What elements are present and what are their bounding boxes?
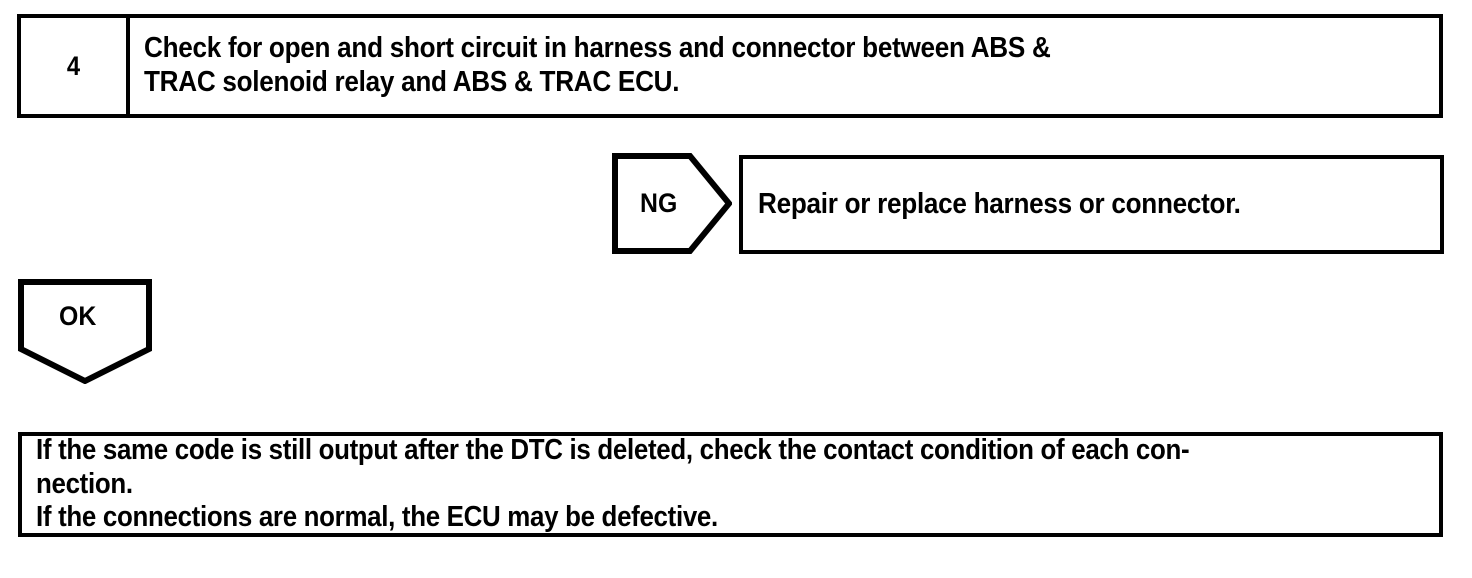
note-box: If the same code is still output after t…	[18, 432, 1443, 537]
step-number-cell: 4	[21, 18, 130, 114]
ok-arrow-icon	[18, 279, 152, 384]
step-instruction-line-1: Check for open and short circuit in harn…	[144, 32, 1051, 65]
step-instruction-cell: Check for open and short circuit in harn…	[130, 18, 1439, 114]
ng-result-text: Repair or replace harness or connector.	[758, 187, 1241, 220]
ng-arrow-icon	[612, 153, 732, 254]
ok-label: OK	[59, 301, 97, 331]
note-line-3: If the connections are normal, the ECU m…	[36, 501, 718, 534]
ng-label: NG	[640, 188, 678, 218]
step-instruction-text: Check for open and short circuit in harn…	[144, 32, 1310, 99]
note-line-2: nection.	[36, 467, 133, 500]
note-line-1: If the same code is still output after t…	[36, 434, 1190, 467]
step-number: 4	[66, 50, 81, 81]
ok-arrow-shape: OK	[18, 279, 152, 384]
step-box: 4 Check for open and short circuit in ha…	[17, 14, 1443, 118]
ng-arrow-shape: NG	[612, 153, 732, 254]
step-instruction-line-2: TRAC solenoid relay and ABS & TRAC ECU.	[144, 66, 680, 98]
ng-result-box: Repair or replace harness or connector.	[739, 155, 1444, 254]
